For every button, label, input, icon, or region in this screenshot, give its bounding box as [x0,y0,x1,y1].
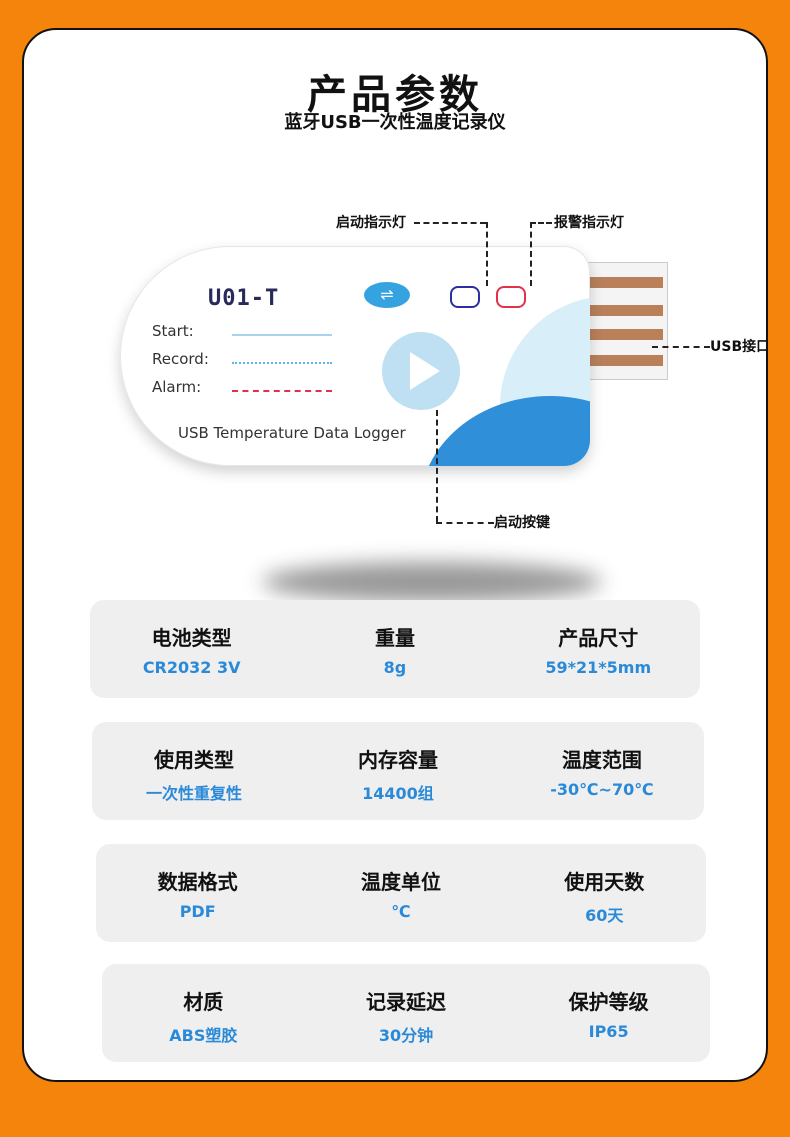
page-title: 产品参数 [307,72,483,118]
alarm-led [496,286,526,308]
spec-cell: 温度单位 ℃ [299,844,502,942]
page-subtitle: 蓝牙USB一次性温度记录仪 [284,112,506,133]
spec-label: 材质 [183,990,224,1014]
callout-line [486,222,488,286]
spec-label: 保护等级 [568,990,649,1014]
callout-line [530,222,532,286]
spec-value: 14400组 [362,784,434,803]
alarm-line [232,390,332,392]
device-shadow [262,562,602,602]
start-line [232,334,332,336]
logger-body: U01-T ⇌ Start: Record: Alarm: USB Temper… [120,246,590,466]
decor-circle-blue [420,396,590,466]
callout-line [436,522,494,524]
spec-value: ℃ [391,902,411,921]
usb-pin [575,329,663,340]
spec-row: 电池类型 CR2032 3V 重量 8g 产品尺寸 59*21*5mm [90,600,700,698]
spec-cell: 内存容量 14400组 [296,722,500,820]
spec-cell: 电池类型 CR2032 3V [90,600,293,698]
spec-value: -30℃~70℃ [550,780,654,799]
model-label: U01-T [208,286,280,311]
spec-label: 数据格式 [157,870,238,894]
spec-cell: 温度范围 -30℃~70℃ [500,722,704,820]
spec-value: ABS塑胶 [169,1026,238,1045]
device-footer-text: USB Temperature Data Logger [178,424,406,442]
start-label: Start: [152,322,194,340]
spec-row: 材质 ABS塑胶 记录延迟 30分钟 保护等级 IP65 [102,964,710,1062]
spec-value: 8g [383,658,407,677]
spec-value: 一次性重复性 [145,784,242,803]
spec-cell: 使用天数 60天 [503,844,706,942]
spec-cell: 数据格式 PDF [96,844,299,942]
play-icon[interactable] [382,332,460,410]
spec-label: 温度单位 [360,870,441,894]
spec-cell: 材质 ABS塑胶 [102,964,305,1062]
spec-label: 产品尺寸 [558,626,639,650]
spec-cell: 使用类型一次性重复性 [92,722,296,820]
callout-line [414,222,486,224]
usb-pin [575,305,663,316]
device-illustration: U01-T ⇌ Start: Record: Alarm: USB Temper… [104,180,768,620]
spec-row: 数据格式 PDF 温度单位 ℃ 使用天数 60天 [96,844,706,942]
spec-cell: 保护等级 IP65 [507,964,710,1062]
spec-label: 使用类型 [153,748,234,772]
usb-pin [575,355,663,366]
spec-value: 60天 [585,906,624,925]
spec-value: IP65 [588,1022,629,1041]
spec-label: 记录延迟 [365,990,446,1014]
spec-value: 59*21*5mm [545,658,652,677]
spec-cell: 产品尺寸 59*21*5mm [497,600,700,698]
spec-label: 使用天数 [564,870,645,894]
spec-value: CR2032 3V [142,658,241,677]
spec-label: 内存容量 [357,748,438,772]
callout-alarm-led: 报警指示灯 [554,215,624,231]
record-label: Record: [152,350,209,368]
callout-start-led: 启动指示灯 [336,215,406,231]
alarm-label: Alarm: [152,378,202,396]
callout-start-button: 启动按键 [494,515,550,531]
callout-line [436,410,438,522]
record-line [232,362,332,364]
spec-value: PDF [179,902,216,921]
spec-label: 电池类型 [151,626,232,650]
callout-line [652,346,710,348]
start-led [450,286,480,308]
product-spec-card: 产品参数 蓝牙USB一次性温度记录仪 U01-T ⇌ Start: Record… [22,28,768,1082]
spec-value: 30分钟 [378,1026,434,1045]
spec-cell: 重量 8g [293,600,496,698]
spec-cell: 记录延迟 30分钟 [305,964,508,1062]
spec-label: 重量 [374,626,415,650]
callout-usb-port: USB接口 [710,339,768,355]
usb-icon: ⇌ [364,282,410,308]
callout-line [530,222,552,224]
spec-row: 使用类型一次性重复性 内存容量 14400组 温度范围 -30℃~70℃ [92,722,704,820]
spec-label: 温度范围 [561,748,642,772]
usb-pin [575,277,663,288]
